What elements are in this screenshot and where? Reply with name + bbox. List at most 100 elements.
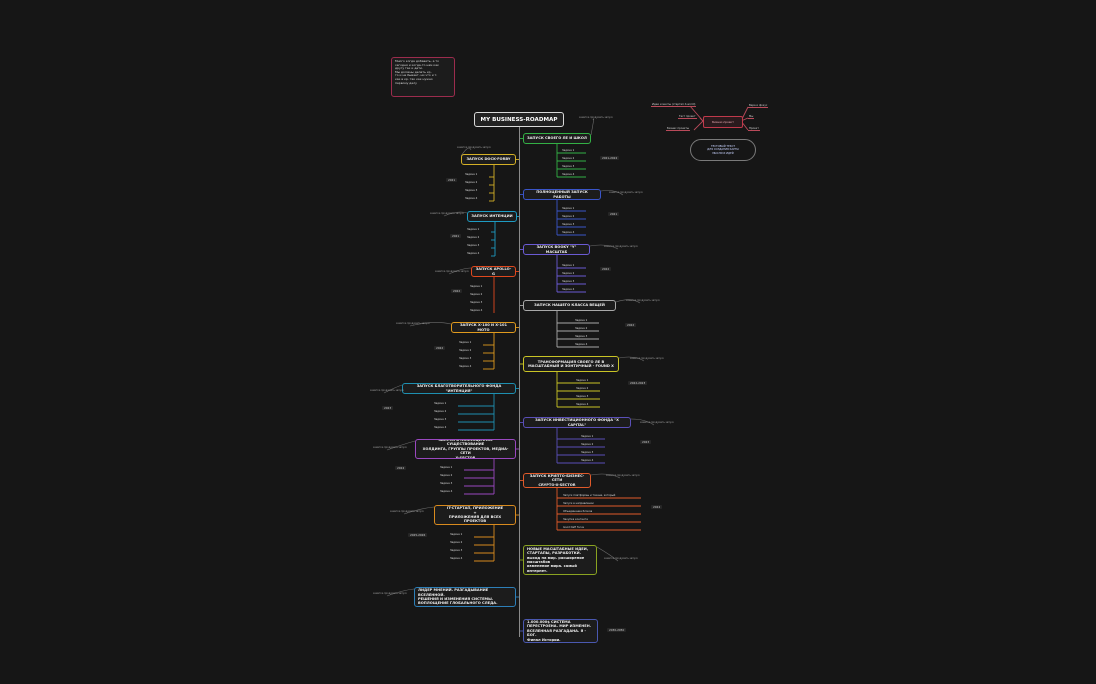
child-item[interactable]: Задача 2 [576, 387, 589, 390]
memo-note[interactable]: Много когда добавить, а то сегодня и ког… [391, 57, 455, 97]
branch-node-3[interactable]: ПОЛНОЦЕННЫЙ ЗАПУСК РАБОТЫ [523, 189, 601, 200]
child-item[interactable]: Задача 1 [575, 319, 588, 322]
annotation-note: заметка продумать запуск [457, 146, 491, 149]
child-item[interactable]: Задача 4 [434, 426, 447, 429]
branch-node-7[interactable]: ЗАПУСК НАШЕГО КЛАССА ВЕЩЕЙ [523, 300, 616, 311]
branch-node-16[interactable]: ЛИДЕР МНЕНИЙ. РАЗГАДЫВАНИЕ ВСЕЛЕННОЙ. РЕ… [414, 587, 516, 607]
annotation-curve [600, 190, 624, 196]
child-item[interactable]: Задача 2 [465, 181, 478, 184]
child-item[interactable]: Задача 4 [440, 490, 453, 493]
child-item[interactable]: Задача 3 [562, 223, 575, 226]
year-tag: 2022 [625, 323, 637, 327]
annotation-curve [386, 588, 415, 597]
branch-node-5[interactable]: ЗАПУСК BOOKY "Y" МАСШТАБ [523, 244, 590, 255]
child-item[interactable]: Задача 1 [562, 264, 575, 267]
child-item[interactable]: Объединение блоков [563, 510, 593, 513]
child-item[interactable]: Задача 3 [562, 280, 575, 283]
child-item[interactable]: Задача 1 [434, 402, 447, 405]
child-item[interactable]: Задача 4 [470, 309, 483, 312]
branch-node-13[interactable]: ЗАПУСК КРИПТО-БИЗНЕС-СЕТИ CRYPTO-X-SECTO… [523, 473, 591, 488]
year-tag: 2022 [434, 346, 446, 350]
child-item[interactable]: Задача 3 [465, 189, 478, 192]
child-item[interactable]: Задача 3 [467, 244, 480, 247]
child-item[interactable]: Задача 1 [459, 341, 472, 344]
child-item[interactable]: Задача 4 [562, 288, 575, 291]
annotation-note: заметка продумать запуск [370, 389, 404, 392]
child-item[interactable]: Задача 3 [562, 165, 575, 168]
child-item[interactable]: Задача 1 [576, 379, 589, 382]
child-item[interactable]: Задача 1 [470, 285, 483, 288]
child-item[interactable]: Задача 1 [450, 533, 463, 536]
child-item[interactable]: Задача 3 [450, 549, 463, 552]
child-item[interactable]: Задача 4 [562, 173, 575, 176]
annotation-curve [403, 506, 435, 515]
child-item[interactable]: Задача 2 [470, 293, 483, 296]
child-item[interactable]: Задача 3 [576, 395, 589, 398]
side-mindmap-center[interactable]: Бизнес-проект [703, 116, 743, 128]
side-mindmap-leaf[interactable]: Бизнес проекты [666, 127, 691, 131]
side-mindmap-leaf[interactable]: Идеи и мечты (стартап X-world) [651, 103, 697, 107]
child-item[interactable]: Задача 3 [575, 335, 588, 338]
child-item[interactable]: Задача 2 [562, 272, 575, 275]
annotation-curve [443, 211, 468, 217]
child-item[interactable]: Задача 2 [581, 443, 594, 446]
child-item[interactable]: Good DeFi focus [563, 526, 585, 529]
child-item[interactable]: Задача 3 [581, 451, 594, 454]
child-item[interactable]: Задача 2 [467, 236, 480, 239]
child-item[interactable]: Задача 3 [470, 301, 483, 304]
branch-node-17[interactable]: 1.000.000$ СИСТЕМА ПЕРЕСТРОЕНА. МИР ИЗМЕ… [523, 619, 598, 643]
child-item[interactable]: Закупка контента [563, 518, 588, 521]
child-item[interactable]: Задача 3 [434, 418, 447, 421]
branch-node-14[interactable]: IT-СТАРТАП, ПРИЛОЖЕНИЕ + ПРИЛОЖЕНИЯ ДЛЯ … [434, 505, 516, 525]
child-item[interactable]: Задача 3 [440, 482, 453, 485]
branch-node-10[interactable]: ЗАПУСК БЛАГОТВОРИТЕЛЬНОГО ФОНДА "ИНТЕНЦИ… [402, 383, 516, 394]
child-item[interactable]: Задача 4 [465, 197, 478, 200]
child-item[interactable]: Задача 3 [459, 357, 472, 360]
branch-node-9[interactable]: ТРАНСФОРМАЦИЯ СВОЕГО ЛЕ В МАСШТАБНЫЙ И З… [523, 356, 619, 372]
child-item[interactable]: Задача 2 [450, 541, 463, 544]
branch-node-15[interactable]: НОВЫЕ МАСШТАБНЫЕ ИДЕИ, СТАРТАПЫ, РАЗРАБО… [523, 545, 597, 575]
child-item[interactable]: Задача 2 [562, 157, 575, 160]
side-mindmap-leaf[interactable]: Вера и фокус [748, 104, 769, 108]
branch-node-1[interactable]: ЗАПУСК СВОЕГО ЛЕ И ШКОЛ [523, 133, 591, 144]
branch-node-8[interactable]: ЗАПУСК Х-100 И Х-101 МОТО [451, 322, 516, 333]
branch-node-12[interactable]: ЗАПУСК В ПОЛНОЦЕННОЕ СУЩЕСТВОВАНИЕ ХОЛДИ… [415, 439, 516, 459]
child-item[interactable]: Задача 1 [562, 149, 575, 152]
branch-node-4[interactable]: ЗАПУСК ИНТЕНЦИИ [467, 211, 517, 222]
child-item[interactable]: Задача 4 [576, 403, 589, 406]
branch-node-11[interactable]: ЗАПУСК ИНВЕСТИЦИОННОГО ФОНДА "X CAPITAL" [523, 417, 631, 428]
child-item[interactable]: Задача 4 [459, 365, 472, 368]
year-tag: 2021 [608, 212, 620, 216]
child-item[interactable]: Задача 4 [575, 343, 588, 346]
child-item[interactable]: Задача 2 [459, 349, 472, 352]
annotation-curve [596, 546, 619, 562]
annotation-note: заметка продумать запуск [373, 592, 407, 595]
child-item[interactable]: Запуск в направлении [563, 502, 594, 505]
child-item[interactable]: Задача 2 [575, 327, 588, 330]
child-item[interactable]: Задача 1 [562, 207, 575, 210]
side-mindmap-oval[interactable]: ТЕСТОВЫЙ ТЕКСТ ДЛЯ СОЗДАНИЯ КАРТЫ МЫСЛИ … [690, 139, 756, 161]
child-item[interactable]: Задача 4 [581, 459, 594, 462]
side-mindmap-leaf[interactable]: Мы [748, 115, 755, 119]
child-item[interactable]: Задача 4 [562, 231, 575, 234]
annotation-curve [618, 356, 645, 362]
child-item[interactable]: Задача 2 [440, 474, 453, 477]
child-item[interactable]: Задача 1 [440, 466, 453, 469]
side-mindmap-connector [693, 120, 704, 131]
child-item[interactable]: Задача 2 [434, 410, 447, 413]
child-item[interactable]: Задача 1 [581, 435, 594, 438]
side-mindmap-leaf[interactable]: Тест проект [678, 115, 697, 119]
child-item[interactable]: Задача 1 [465, 173, 478, 176]
child-item[interactable]: Запуск платформы и токена, который [563, 494, 616, 497]
root-node[interactable]: MY BUSINESS-ROADMAP [474, 112, 564, 127]
year-tag: 2022 [451, 289, 463, 293]
child-item[interactable]: Задача 4 [450, 557, 463, 560]
year-tag: 2025-2026 [408, 533, 428, 537]
branch-node-2[interactable]: ЗАПУСК DOCK-FORBY [461, 154, 516, 165]
child-item[interactable]: Задача 1 [467, 228, 480, 231]
child-item[interactable]: Задача 4 [467, 252, 480, 255]
branch-node-6[interactable]: ЗАПУСК APOLLO-G [471, 266, 516, 277]
side-mindmap-leaf[interactable]: Проект [748, 127, 760, 131]
child-item[interactable]: Задача 2 [562, 215, 575, 218]
